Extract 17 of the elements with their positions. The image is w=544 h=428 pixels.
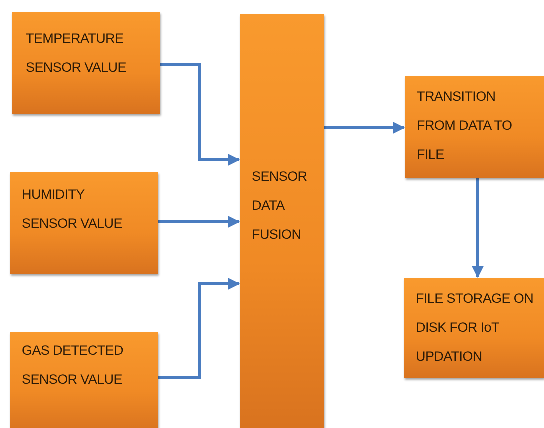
box-label: HUMIDITY SENSOR VALUE [22,186,124,233]
box-label: GAS DETECTED SENSOR VALUE [22,342,124,389]
process-box [10,332,158,428]
arrow [324,122,406,134]
box-label: FILE STORAGE ON DISK FOR IoT UPDATION [416,290,535,366]
process-box [405,76,544,178]
process-box [10,172,158,274]
box-label: SENSOR DATA FUSION [252,168,308,244]
process-box [12,12,160,114]
arrow [158,278,240,380]
box-label: TEMPERATURE SENSOR VALUE [26,30,128,77]
process-box [240,14,324,428]
arrow [472,178,484,278]
box-label: TRANSITION FROM DATA TO FILE [417,88,514,164]
arrow [158,216,240,228]
process-box [404,278,544,378]
arrow [160,64,240,166]
